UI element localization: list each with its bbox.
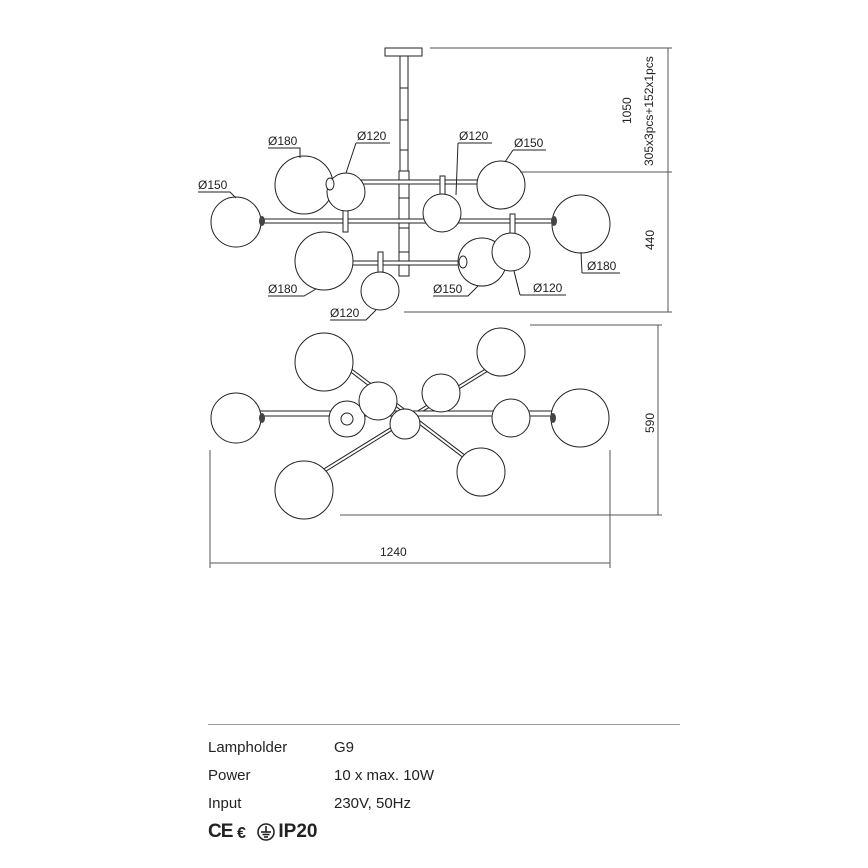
- globe-180-top-left: [274, 155, 334, 215]
- dim-width: 1240: [380, 545, 407, 559]
- svg-text:€: €: [237, 825, 246, 842]
- globe-150-left: [210, 196, 262, 248]
- top-globe-inner-left: [358, 381, 398, 421]
- ceiling-canopy: [384, 47, 423, 57]
- arm-lower: [349, 260, 471, 266]
- label-d120-top-center: Ø120: [357, 129, 387, 143]
- ip-rating: IP20: [278, 821, 318, 842]
- globe-120-bottom-right: [491, 232, 531, 272]
- dim-depth: 590: [643, 413, 657, 433]
- spec-key: Lampholder: [208, 738, 288, 756]
- label-d150-left: Ø150: [198, 178, 228, 192]
- suspension-rod: [399, 55, 409, 172]
- top-globe-inner-right: [491, 398, 531, 438]
- spec-row: Lampholder G9: [208, 733, 680, 761]
- globe-150-top-right: [476, 160, 526, 210]
- globe-180-bottom-left: [294, 231, 354, 291]
- top-globe-upper-right: [476, 327, 526, 377]
- spec-table: Lampholder G9 Power 10 x max. 10W Input …: [208, 724, 680, 845]
- globe-120-bottom: [360, 271, 400, 311]
- dim-height-total: 1050: [620, 97, 634, 124]
- label-d150-bottom: Ø150: [433, 282, 463, 296]
- top-view: [210, 327, 610, 520]
- label-d180-top-left: Ø180: [268, 134, 298, 148]
- spec-key: Input: [208, 794, 242, 812]
- top-globe-lower-right: [456, 447, 506, 497]
- certification-marks: CE € IP20: [208, 819, 680, 845]
- spec-key: Power: [208, 766, 251, 784]
- spec-row: Input 230V, 50Hz: [208, 789, 680, 817]
- spec-value: 230V, 50Hz: [334, 794, 412, 812]
- label-d120-bottom-right: Ø120: [533, 281, 563, 295]
- globe-120-top-right: [422, 193, 462, 233]
- dim-rod-segments: 305x3pcs+152x1pcs: [642, 56, 656, 166]
- globe-120-top-center: [326, 172, 366, 212]
- side-view: [198, 47, 620, 321]
- top-globe-right: [550, 388, 610, 448]
- top-globe-left: [210, 392, 262, 444]
- label-d120-top-right: Ø120: [459, 129, 489, 143]
- globe-180-right: [551, 194, 611, 254]
- spec-value: G9: [334, 738, 355, 756]
- top-globe-upper-left: [294, 332, 354, 392]
- spec-row: Power 10 x max. 10W: [208, 761, 680, 789]
- label-d180-right: Ø180: [587, 259, 617, 273]
- ce-mark-icon: CE: [208, 821, 233, 842]
- earth-icon: [257, 823, 276, 841]
- label-d120-bottom: Ø120: [330, 306, 360, 320]
- label-d180-bottom-left: Ø180: [268, 282, 298, 296]
- top-globe-lower-left: [274, 460, 334, 520]
- spec-value: 10 x max. 10W: [334, 766, 435, 784]
- class-ii-icon: €: [237, 825, 246, 842]
- label-d150-top-right: Ø150: [514, 136, 544, 150]
- dim-body-height: 440: [643, 230, 657, 250]
- top-globe-inner-upper: [421, 373, 461, 413]
- spec-divider: [208, 724, 680, 725]
- dimensions: [209, 47, 672, 568]
